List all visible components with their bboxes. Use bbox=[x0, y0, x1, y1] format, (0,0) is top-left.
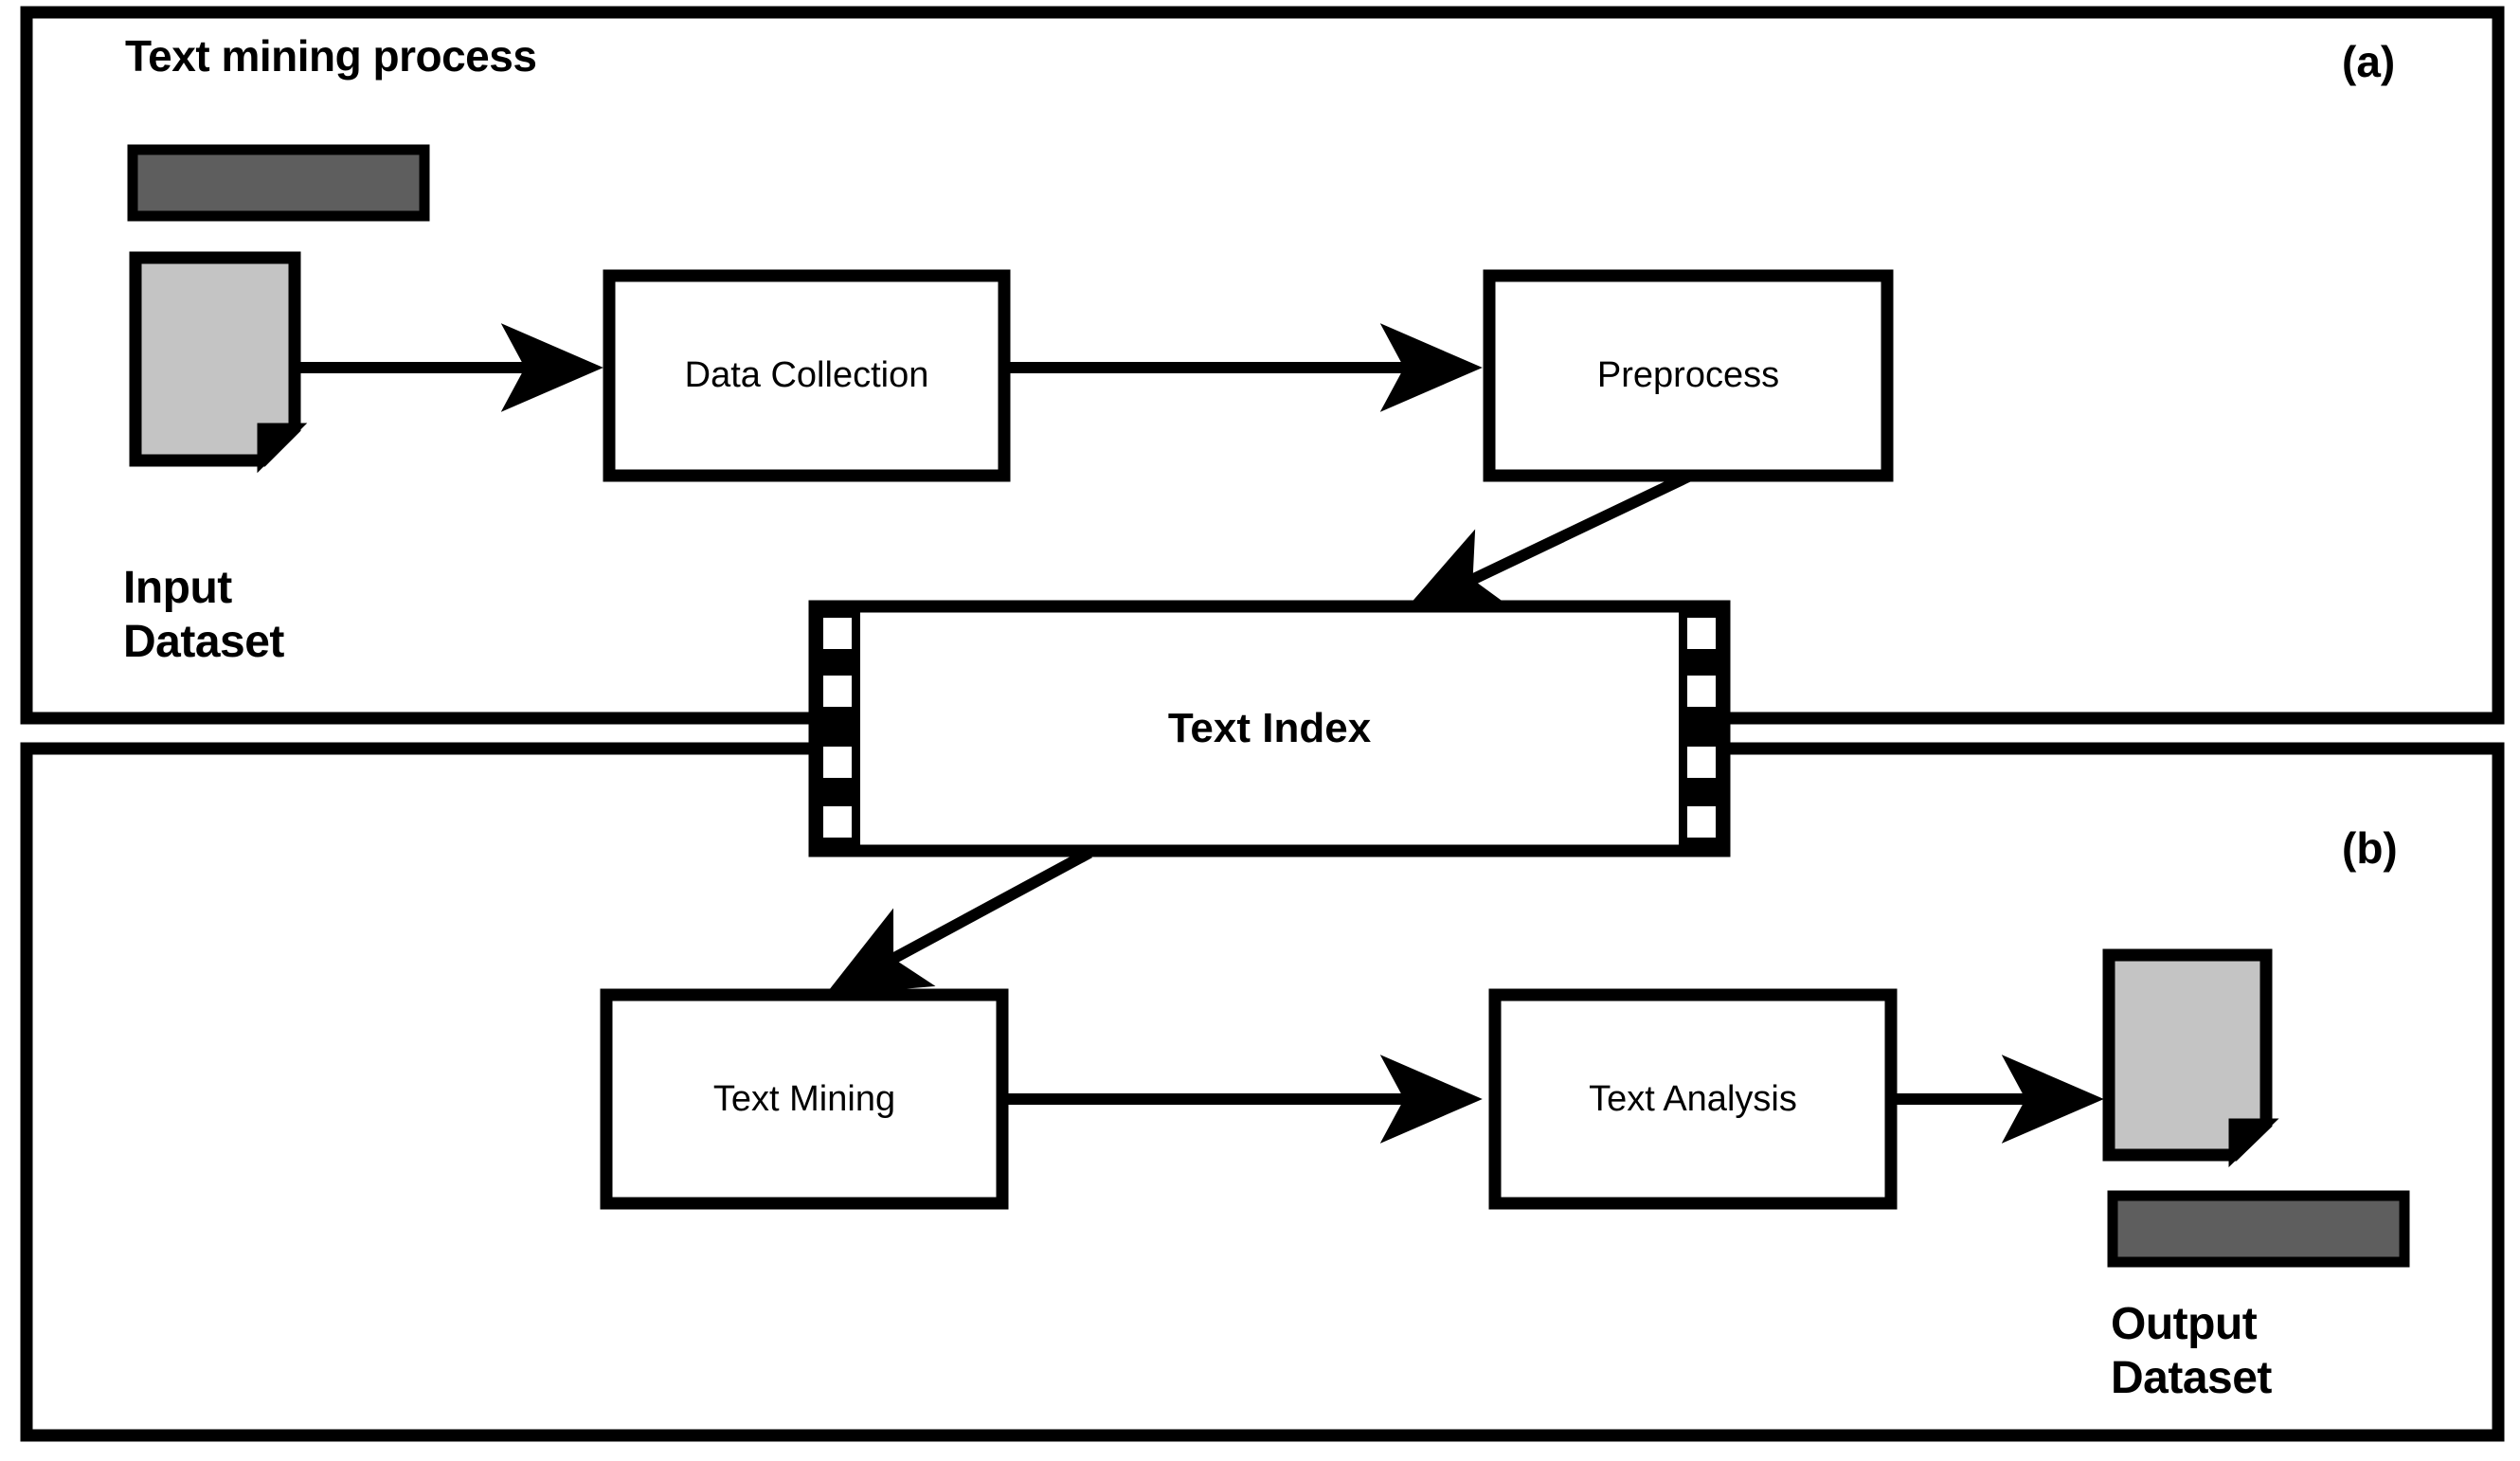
text-index-right-perforation-4b bbox=[1687, 806, 1716, 838]
text-index-right-perforation-3b bbox=[1687, 747, 1716, 778]
panel-b-label: (b) bbox=[2342, 823, 2398, 873]
node-text-analysis[interactable] bbox=[1488, 988, 1898, 1210]
text-index-left-perforation-1b bbox=[823, 618, 852, 649]
edge-text-index-to-text-mining bbox=[824, 847, 1092, 996]
text-index-right-perforation-1b bbox=[1687, 618, 1716, 649]
node-text-mining[interactable] bbox=[600, 988, 1009, 1210]
output-dataset-bar bbox=[2107, 1190, 2410, 1268]
input-dataset-label: Input Dataset bbox=[123, 563, 284, 667]
text-index-left-perforation-2b bbox=[823, 676, 852, 707]
node-preprocess[interactable] bbox=[1483, 269, 1894, 482]
figure-heading: Text mining process bbox=[125, 31, 537, 81]
input-dataset-bar bbox=[127, 144, 430, 222]
output-dataset-document-fold bbox=[2228, 1118, 2279, 1168]
text-index-left-perforation-3b bbox=[823, 747, 852, 778]
text-index-store-body[interactable] bbox=[808, 600, 1731, 857]
text-index-left-perforation-4b bbox=[823, 806, 852, 838]
node-data-collection[interactable] bbox=[603, 269, 1011, 482]
text-index-right-perforation-2b bbox=[1687, 676, 1716, 707]
output-dataset-label: Output Dataset bbox=[2111, 1299, 2272, 1403]
edge-preprocess-to-text-index bbox=[1401, 471, 1691, 614]
input-dataset-document-fold bbox=[257, 423, 308, 474]
panel-a-label: (a) bbox=[2342, 37, 2396, 86]
